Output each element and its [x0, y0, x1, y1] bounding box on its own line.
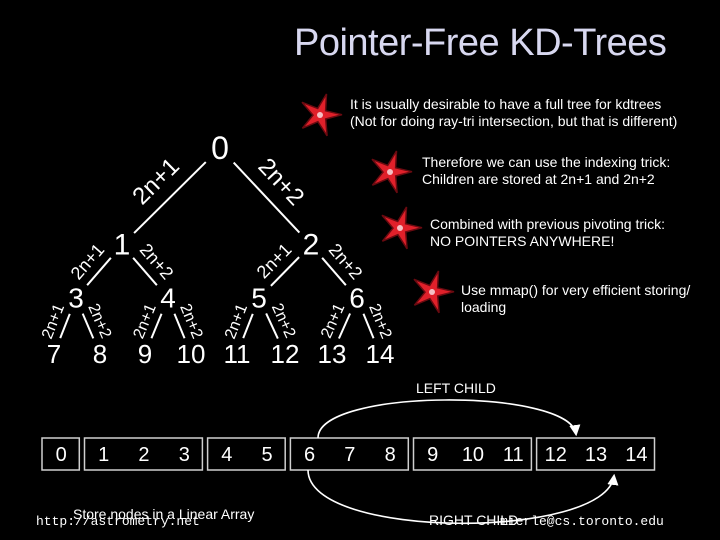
- tree-node: 8: [93, 339, 107, 369]
- tree-node: 5: [251, 283, 267, 314]
- edge-label: 2n+2: [325, 240, 367, 284]
- star-highlight: [429, 289, 435, 295]
- bullet-1: It is usually desirable to have a full t…: [350, 96, 677, 130]
- bullet-2-line2: Children are stored at 2n+1 and 2n+2: [422, 171, 655, 187]
- tree-node: 13: [318, 339, 347, 369]
- edge-label: 2n+1: [127, 153, 184, 210]
- tree-node: 11: [224, 339, 251, 369]
- tree-edge: [265, 312, 279, 340]
- bullet-2: Therefore we can use the indexing trick:…: [422, 154, 670, 188]
- edge-label: 2n+1: [222, 302, 251, 342]
- edge-label: 2n+1: [67, 240, 109, 284]
- tree-node: 1: [114, 229, 131, 262]
- right-child-arrow: [307, 469, 619, 525]
- tree-edge: [362, 313, 375, 339]
- slide-title: Pointer-Free KD-Trees: [294, 22, 667, 64]
- bullet-1-line1: It is usually desirable to have a full t…: [350, 96, 662, 112]
- tree-edge: [59, 313, 71, 339]
- array-caption: Store nodes in a Linear Array: [73, 506, 255, 522]
- array-cell: 14: [625, 444, 647, 466]
- array-group: [412, 437, 533, 471]
- tree-edge: [133, 161, 207, 234]
- array-cell: 7: [344, 444, 355, 466]
- edge-label: 2n+2: [176, 301, 205, 341]
- array-cell: 10: [462, 444, 484, 466]
- star-highlight: [387, 169, 393, 175]
- array-cell: 12: [545, 444, 567, 466]
- tree-edge: [86, 257, 112, 286]
- array-cell: 13: [585, 444, 607, 466]
- left-child-label: LEFT CHILD: [416, 380, 496, 396]
- star-highlight: [397, 225, 403, 231]
- edge-label: 2n+1: [39, 302, 68, 342]
- array-cell: 1: [98, 444, 109, 466]
- bullet-2-line1: Therefore we can use the indexing trick:: [422, 154, 671, 170]
- edge-label: 2n+1: [318, 301, 348, 341]
- array-group: [289, 437, 410, 471]
- tree-edge: [132, 257, 158, 286]
- bullet-3: Combined with previous pivoting trick: N…: [430, 216, 665, 250]
- bullet-1-line2: (Not for doing ray-tri intersection, but…: [350, 113, 678, 129]
- tree-node: 12: [271, 339, 300, 369]
- edge-label: 2n+1: [130, 301, 159, 341]
- bullet-3-line1: Combined with previous pivoting trick:: [430, 216, 665, 232]
- footer-email: mierle@cs.toronto.edu: [500, 514, 664, 529]
- bullet-4-line2: loading: [461, 299, 507, 315]
- tree-node: 10: [177, 339, 206, 369]
- array-group: [41, 437, 81, 471]
- array-cell: 2: [138, 444, 149, 466]
- array-group: [535, 437, 656, 471]
- bullet-4-line1: Use mmap() for very efficient storing/: [461, 282, 691, 298]
- tree-node: 4: [160, 283, 176, 314]
- tree-node: 7: [47, 339, 61, 369]
- tree-edge: [270, 256, 300, 287]
- footer-url: http://astrometry.net: [36, 514, 200, 529]
- tree-node: 14: [366, 339, 395, 369]
- array-group: [206, 437, 286, 471]
- array-cell: 4: [221, 444, 232, 466]
- edge-label: 2n+2: [253, 153, 310, 211]
- array-cell: 0: [56, 444, 67, 466]
- edge-label: 2n+2: [268, 301, 299, 341]
- tree-edge: [173, 313, 186, 339]
- tree-node: 0: [211, 130, 229, 166]
- tree-node: 3: [68, 283, 84, 314]
- edge-label: 2n+1: [253, 239, 296, 282]
- tree-edge: [242, 313, 254, 339]
- array-cell: 9: [427, 444, 438, 466]
- right-child-label: RIGHT CHILD: [429, 512, 519, 528]
- star-highlight: [317, 112, 323, 118]
- array-group: [83, 437, 204, 471]
- bullet-4: Use mmap() for very efficient storing/ l…: [461, 282, 690, 316]
- edge-label: 2n+2: [365, 301, 394, 341]
- tree-edge: [81, 313, 95, 339]
- edge-label: 2n+2: [84, 301, 114, 341]
- tree-node: 6: [349, 283, 365, 314]
- tree-edge: [321, 257, 347, 286]
- left-child-arrow: [317, 399, 581, 439]
- tree-edge: [338, 313, 351, 339]
- array-cell: 11: [503, 444, 524, 466]
- tree-edge: [150, 313, 163, 339]
- bullet-3-line2: NO POINTERS ANYWHERE!: [430, 233, 615, 249]
- array-cell: 6: [304, 444, 315, 466]
- array-cell: 5: [261, 444, 272, 466]
- tree-node: 9: [138, 339, 152, 369]
- tree-node: 2: [303, 229, 320, 262]
- tree-edge: [232, 161, 301, 234]
- edge-label: 2n+2: [136, 240, 178, 284]
- array-cell: 8: [385, 444, 396, 466]
- array-cell: 3: [179, 444, 190, 466]
